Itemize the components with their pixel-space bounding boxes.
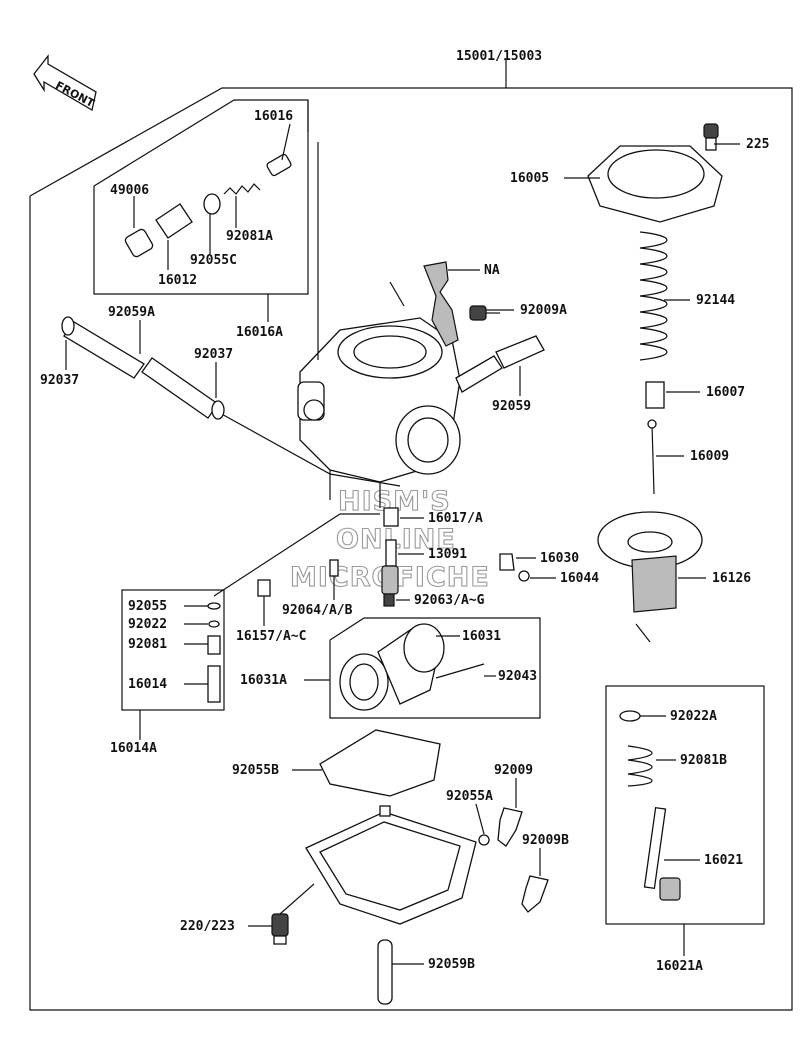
label-16030: 16030 — [540, 551, 579, 566]
label-92059b: 92059B — [428, 957, 475, 972]
label-92081: 92081 — [128, 637, 167, 652]
part-labels: 15001/15003 225 16005 16016 49006 92081A… — [40, 49, 769, 974]
label-16126: 16126 — [712, 571, 751, 586]
label-16157: 16157/A~C — [236, 629, 306, 644]
parts-16014a — [207, 602, 221, 703]
pipe-92059 — [455, 335, 545, 393]
label-49006: 49006 — [110, 183, 149, 198]
label-92009a: 92009A — [520, 303, 567, 318]
screw-92009a — [469, 305, 500, 321]
leader-lines — [65, 123, 740, 965]
label-92064: 92064/A/B — [282, 603, 353, 618]
label-16031a: 16031A — [240, 673, 287, 688]
label-92022a: 92022A — [670, 709, 717, 724]
top-cover-16005 — [587, 123, 723, 223]
label-16021a: 16021A — [656, 959, 703, 974]
label-225: 225 — [746, 137, 769, 152]
label-16021: 16021 — [704, 853, 743, 868]
label-92009: 92009 — [494, 763, 533, 778]
label-92043: 92043 — [498, 669, 537, 684]
label-92037-right: 92037 — [194, 347, 233, 362]
float-valve-16030 — [499, 553, 530, 582]
label-92059a: 92059A — [108, 305, 155, 320]
label-16017: 16017/A — [428, 511, 483, 526]
front-arrow-icon: FRONT — [33, 54, 97, 112]
label-92144: 92144 — [696, 293, 735, 308]
label-16031: 16031 — [462, 629, 501, 644]
screws — [271, 807, 549, 945]
box-16021a — [605, 685, 765, 956]
assembly-outline — [29, 60, 793, 1011]
label-16014a: 16014A — [110, 741, 157, 756]
box-16014a — [121, 589, 225, 740]
label-92009b: 92009B — [522, 833, 569, 848]
label-16016a: 16016A — [236, 325, 283, 340]
intake-16031 — [339, 623, 485, 711]
label-13091: 13091 — [428, 547, 467, 562]
na-bracket — [389, 261, 459, 347]
label-92081a: 92081A — [226, 229, 273, 244]
box-16016a — [93, 99, 309, 322]
label-16005: 16005 — [510, 171, 549, 186]
label-92059: 92059 — [492, 399, 531, 414]
label-92055b: 92055B — [232, 763, 279, 778]
label-92063: 92063/A~G — [414, 593, 485, 608]
needle-16009 — [645, 381, 665, 495]
label-16012: 16012 — [158, 273, 197, 288]
label-92055a: 92055A — [446, 789, 493, 804]
label-92022: 92022 — [128, 617, 167, 632]
spring-92144 — [639, 231, 668, 361]
label-16009: 16009 — [690, 449, 729, 464]
routing-lines — [213, 142, 401, 597]
label-16016: 16016 — [254, 109, 293, 124]
label-16007: 16007 — [706, 385, 745, 400]
label-220-223: 220/223 — [180, 919, 235, 934]
float-bowl — [305, 805, 490, 925]
pilot-screw-parts — [124, 153, 292, 258]
label-92055: 92055 — [128, 599, 167, 614]
gasket-92055b — [319, 729, 441, 797]
label-92037-left: 92037 — [40, 373, 79, 388]
label-16044: 16044 — [560, 571, 599, 586]
tube-92059b — [377, 939, 393, 1005]
pipe-92059a — [61, 316, 225, 420]
label-16014: 16014 — [128, 677, 167, 692]
label-92055c: 92055C — [190, 253, 237, 268]
label-na: NA — [484, 263, 500, 278]
label-92081b: 92081B — [680, 753, 727, 768]
box-16031a — [329, 617, 541, 719]
carburetor-body — [297, 317, 461, 508]
label-15001: 15001/15003 — [456, 49, 542, 64]
diaphragm-16126 — [597, 511, 703, 643]
jets-center — [257, 507, 399, 607]
parts-16021a — [619, 710, 681, 901]
